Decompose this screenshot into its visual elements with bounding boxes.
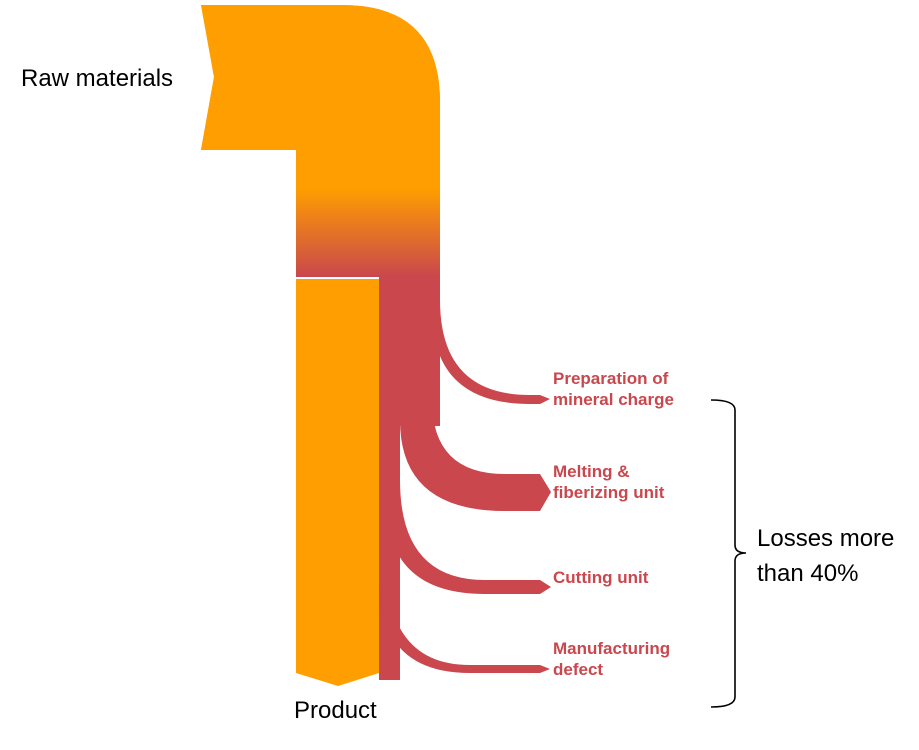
losses-label-line1: Losses more xyxy=(757,525,894,552)
loss-label-defect-line2: defect xyxy=(553,660,603,679)
losses-bracket xyxy=(710,399,747,708)
product-label: Product xyxy=(294,697,377,724)
loss-branch-preparation xyxy=(432,300,550,404)
loss-branch-melting xyxy=(400,400,551,511)
losses-label-line2: than 40% xyxy=(757,560,858,587)
flow-gradient-band xyxy=(296,150,440,277)
loss-branch-cutting xyxy=(386,480,551,594)
loss-label-melting-line1: Melting & xyxy=(553,462,630,481)
loss-label-cutting: Cutting unit xyxy=(553,568,649,587)
raw-materials-flow-top xyxy=(201,5,440,150)
loss-branch-defect xyxy=(379,560,550,673)
raw-materials-label: Raw materials xyxy=(21,65,173,92)
loss-label-preparation-line1: Preparation of xyxy=(553,369,669,388)
loss-label-preparation-line2: mineral charge xyxy=(553,390,674,409)
product-flow xyxy=(296,279,379,686)
loss-label-melting-line2: fiberizing unit xyxy=(553,483,665,502)
loss-label-defect-line1: Manufacturing xyxy=(553,639,670,658)
